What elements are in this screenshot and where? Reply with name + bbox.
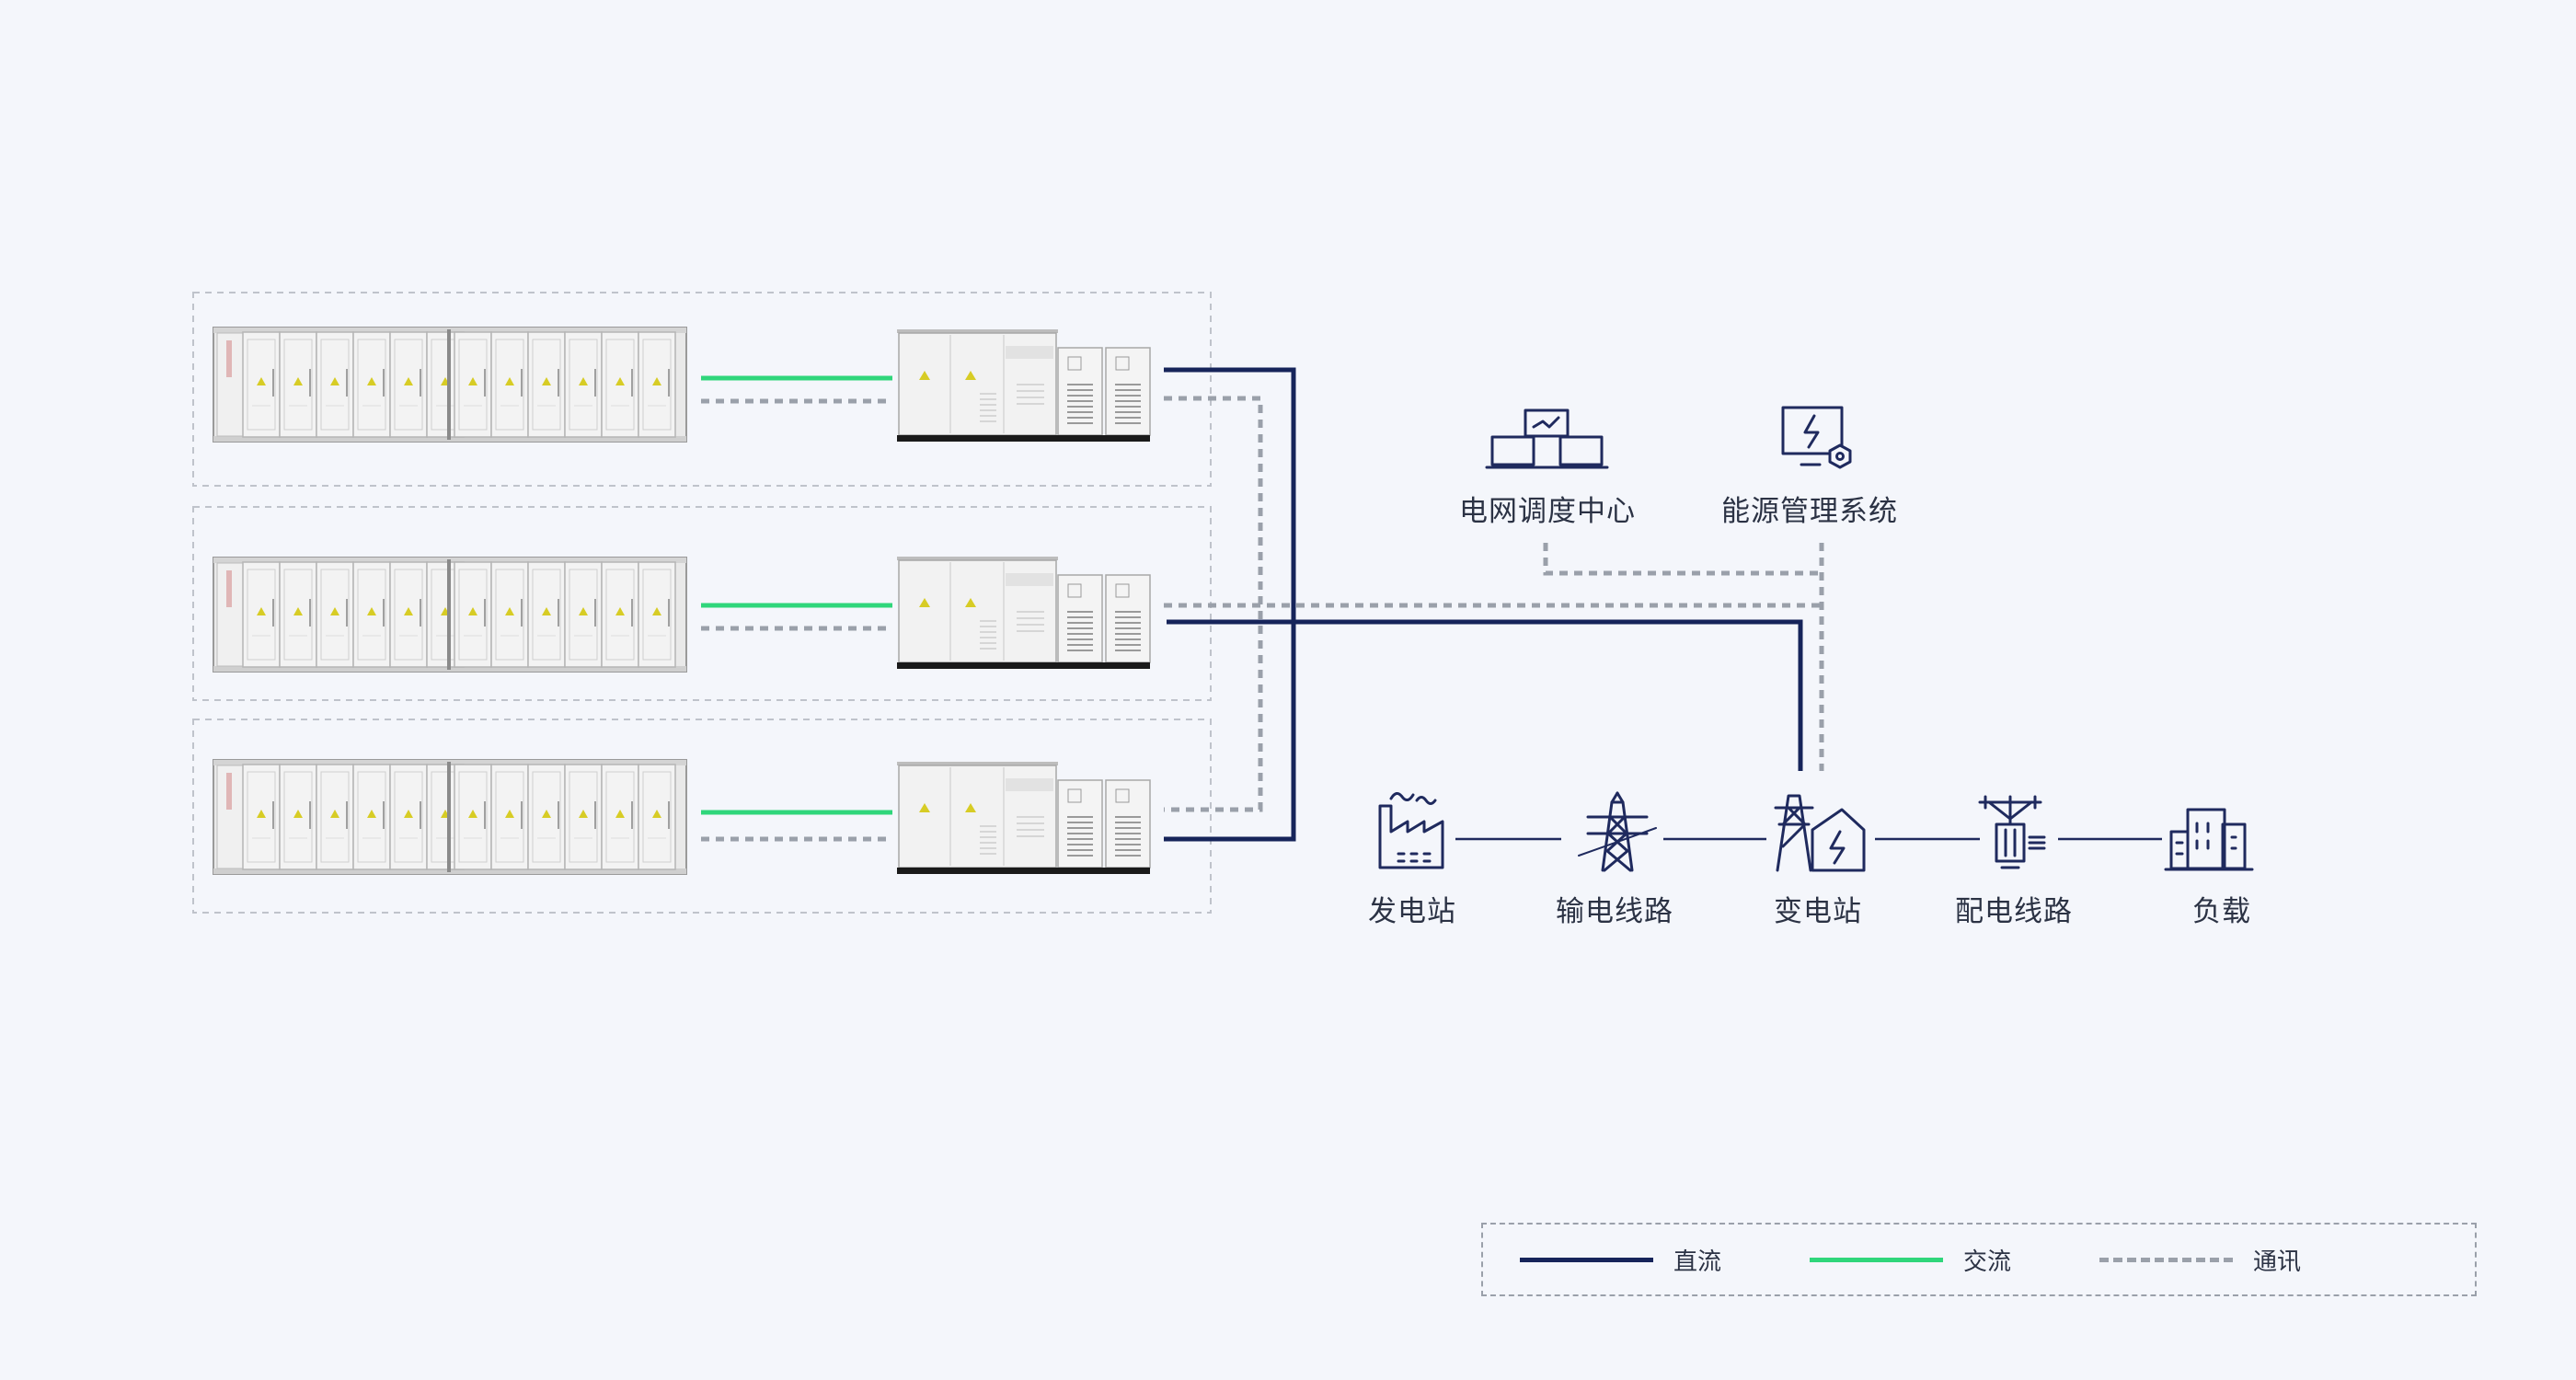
battery-container-3 (213, 760, 686, 874)
legend: 直流 交流 通讯 (1481, 1223, 2477, 1296)
legend-label-comm: 通讯 (2253, 1248, 2302, 1276)
ac-links (701, 375, 892, 815)
legend-item-comm: 通讯 (2099, 1225, 2301, 1294)
load-buildings-icon (2164, 808, 2254, 871)
comm-network (1164, 396, 1824, 812)
power-plant-icon (1378, 792, 1444, 869)
label-distribution-line: 配电线路 (1955, 895, 2073, 928)
pcs-unit-3 (896, 761, 1151, 875)
legend-swatch-ac (1810, 1257, 1943, 1262)
label-dispatch-center: 电网调度中心 (1459, 495, 1636, 528)
label-transmission-line: 输电线路 (1556, 895, 1673, 928)
legend-label-ac: 交流 (1963, 1248, 2012, 1276)
comm-links-local (701, 398, 892, 842)
group-frame-3 (192, 719, 1212, 914)
legend-swatch-comm (2099, 1257, 2233, 1262)
label-load: 负载 (2192, 895, 2251, 928)
legend-swatch-dc (1520, 1257, 1653, 1262)
pcs-unit-1 (896, 328, 1151, 443)
legend-item-ac: 交流 (1810, 1225, 2011, 1294)
dispatch-center-icon (1485, 408, 1609, 469)
legend-item-dc: 直流 (1520, 1225, 1721, 1294)
group-frame-1 (192, 292, 1212, 487)
substation-icon (1774, 794, 1866, 872)
label-substation: 变电站 (1774, 895, 1862, 928)
dc-network (1164, 367, 1803, 842)
legend-label-dc: 直流 (1673, 1248, 1722, 1276)
label-power-plant: 发电站 (1368, 895, 1456, 928)
pcs-unit-2 (896, 556, 1151, 670)
energy-management-icon (1781, 406, 1852, 469)
label-energy-management: 能源管理系统 (1721, 495, 1898, 528)
transmission-tower-icon (1578, 791, 1657, 872)
distribution-line-icon (1978, 795, 2046, 869)
battery-container-1 (213, 328, 686, 442)
battery-container-2 (213, 558, 686, 672)
